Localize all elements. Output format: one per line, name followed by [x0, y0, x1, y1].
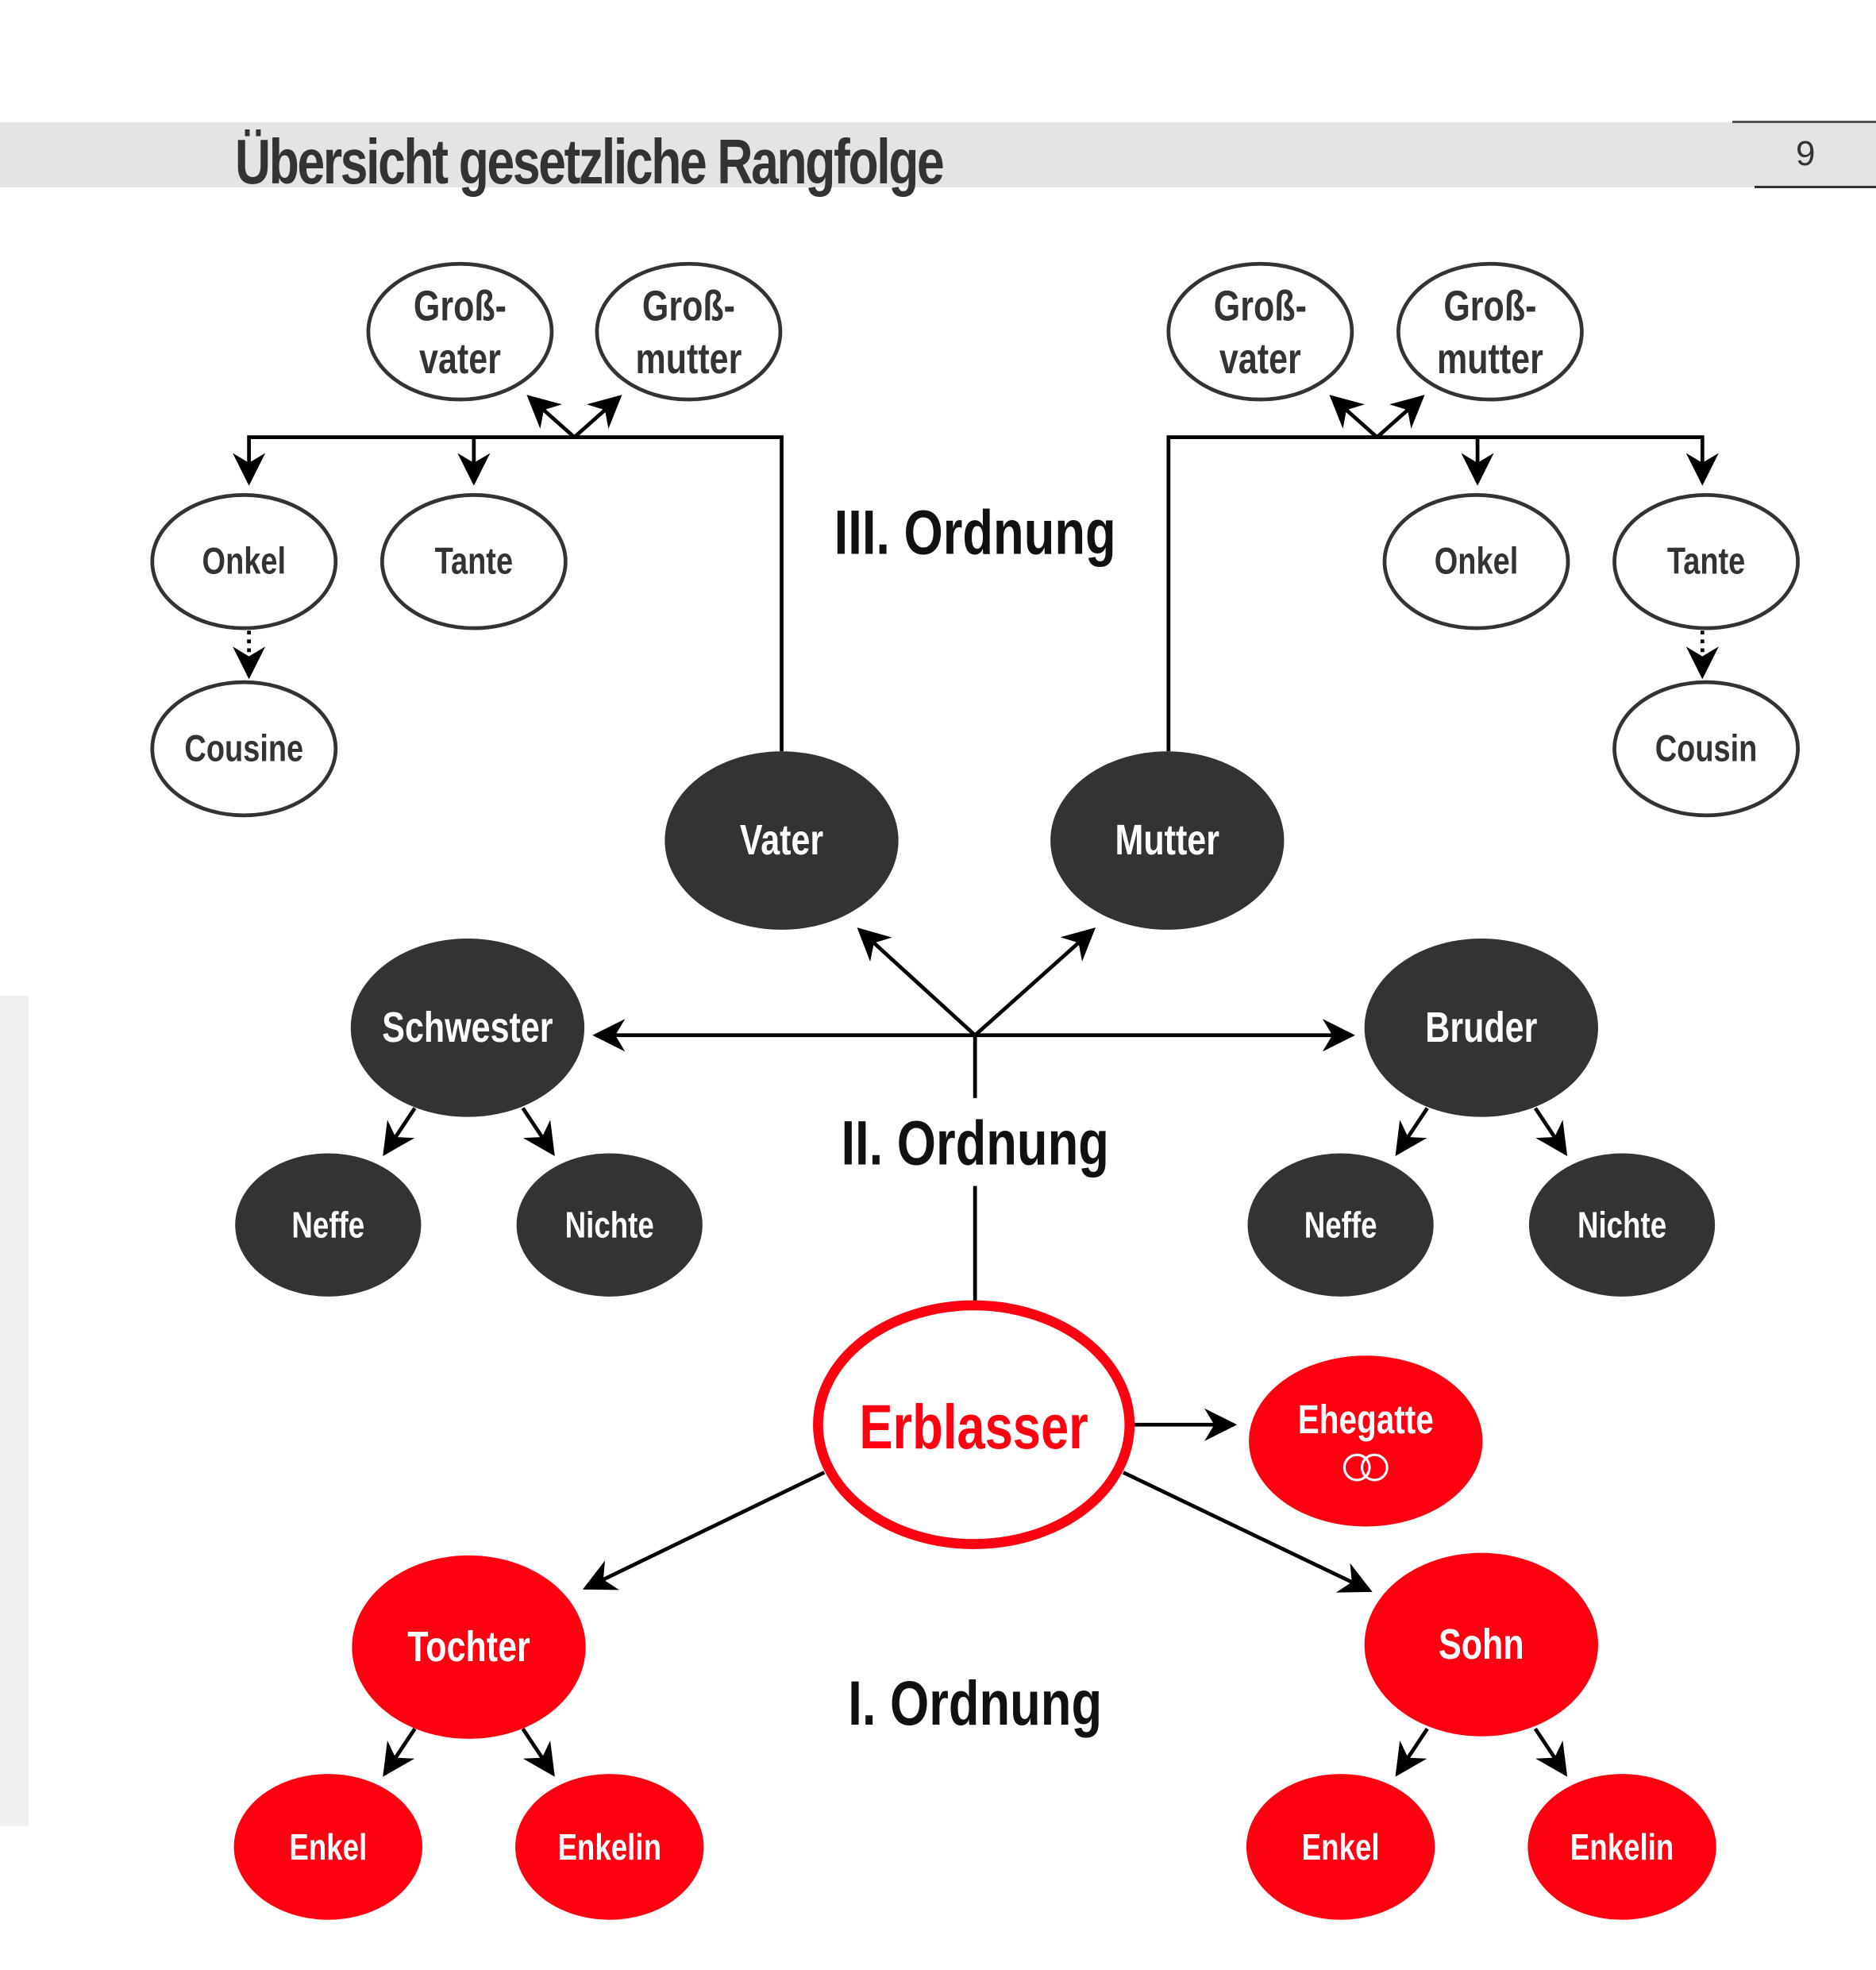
node-schwester: Schwester: [350, 938, 585, 1117]
node-label: Erblasser: [859, 1392, 1088, 1462]
label-second-order: II. Ordnung: [841, 1108, 1108, 1178]
node-label: Schwester: [382, 1004, 553, 1051]
node-label: Neffe: [291, 1205, 364, 1246]
side-margin-strip: [0, 996, 29, 1826]
connector-hub-mutter: [973, 927, 1096, 1037]
node-tochter: Tochter: [352, 1555, 586, 1739]
node-neffe-left: Neffe: [235, 1153, 422, 1297]
node-grossmutter-left: Groß- mutter: [595, 261, 783, 402]
connector-sohn-enkelin: [1533, 1727, 1568, 1777]
node-bruder: Bruder: [1364, 938, 1598, 1117]
node-vater: Vater: [664, 751, 899, 930]
node-label: Sohn: [1439, 1621, 1524, 1668]
connector-tochter-enkel: [383, 1727, 417, 1777]
node-label: Ehegatte: [1298, 1398, 1434, 1442]
node-enkelin-left: Enkelin: [515, 1774, 704, 1920]
node-mutter: Mutter: [1050, 751, 1285, 930]
node-label-line1: Groß-: [1214, 283, 1307, 330]
connector-schwester-neffe: [383, 1107, 417, 1156]
connector-mutter-to-right-branch: [1166, 435, 1719, 752]
node-grossmutter-right: Groß- mutter: [1396, 261, 1584, 402]
connector-hub-vater: [857, 927, 977, 1037]
connector-schwester-nichte: [521, 1107, 555, 1156]
node-onkel-right: Onkel: [1382, 493, 1570, 630]
connector-left-grossvater: [526, 395, 576, 439]
node-label: Tochter: [407, 1624, 530, 1671]
node-grossvater-left: Groß- vater: [366, 261, 554, 402]
node-ehegatte: Ehegatte: [1249, 1355, 1483, 1527]
page-number-bottom-rule: [1755, 186, 1876, 188]
node-erblasser: Erblasser: [813, 1300, 1135, 1549]
node-label: Onkel: [202, 541, 286, 583]
node-label-line1: Groß-: [642, 283, 735, 330]
node-label-line2: mutter: [1437, 336, 1543, 384]
label-first-order: I. Ordnung: [848, 1668, 1102, 1738]
node-label: Enkelin: [557, 1826, 661, 1868]
connector-bruder-nichte: [1533, 1107, 1568, 1156]
header-band-page-area: [1755, 122, 1876, 187]
node-sohn: Sohn: [1364, 1552, 1598, 1737]
node-label: Onkel: [1435, 541, 1518, 583]
connectors-left-grandparents: [233, 395, 784, 752]
node-neffe-right: Neffe: [1247, 1153, 1434, 1297]
node-tante-left: Tante: [379, 493, 568, 630]
connectors-right-grandparents: [1166, 395, 1719, 752]
node-label-line2: vater: [1219, 336, 1301, 384]
node-grossvater-right: Groß- vater: [1166, 261, 1354, 402]
node-label: Enkel: [289, 1826, 367, 1868]
node-cousine: Cousine: [150, 680, 338, 818]
connector-right-grossvater: [1329, 395, 1379, 439]
node-tante-right: Tante: [1612, 493, 1800, 630]
connectors-second-order: [383, 927, 1568, 1305]
node-cousin: Cousin: [1612, 680, 1800, 818]
node-label: Tante: [435, 541, 513, 583]
header-band: [0, 122, 1755, 187]
node-label-line2: vater: [419, 336, 501, 384]
page-number: 9: [1796, 134, 1816, 173]
node-label: Mutter: [1115, 817, 1219, 865]
connector-bruder-neffe: [1395, 1107, 1429, 1156]
node-label-line1: Groß-: [1443, 283, 1536, 330]
connector-right-grossmutter: [1375, 395, 1425, 439]
node-enkelin-right: Enkelin: [1527, 1774, 1716, 1920]
node-label: Nichte: [1577, 1205, 1666, 1246]
node-nichte-left: Nichte: [516, 1153, 703, 1297]
wedding-rings-icon: [1342, 1453, 1389, 1482]
node-label-line1: Groß-: [414, 283, 507, 330]
connector-erblasser-sohn: [1122, 1471, 1373, 1593]
node-label: Cousin: [1655, 728, 1758, 770]
connector-sohn-enkel: [1395, 1727, 1429, 1777]
node-label: Enkelin: [1570, 1826, 1674, 1868]
node-enkel-right: Enkel: [1246, 1774, 1435, 1920]
node-label: Neffe: [1304, 1205, 1377, 1246]
connector-vater-to-left-branch: [233, 435, 784, 752]
node-label: Tante: [1667, 541, 1745, 583]
node-label: Bruder: [1425, 1004, 1537, 1051]
node-label: Cousine: [184, 728, 303, 770]
node-label: Enkel: [1302, 1826, 1380, 1868]
page-title: Übersicht gesetzliche Rangfolge: [235, 126, 945, 197]
node-label: Vater: [740, 817, 823, 865]
page-number-top-rule: [1732, 121, 1876, 123]
connector-tochter-enkelin: [521, 1727, 555, 1777]
node-nichte-right: Nichte: [1528, 1153, 1716, 1297]
node-onkel-left: Onkel: [150, 493, 338, 630]
node-label-line2: mutter: [635, 336, 742, 384]
node-label: Nichte: [565, 1205, 654, 1246]
connectors-first-order: [383, 1408, 1568, 1777]
connector-erblasser-tochter: [582, 1471, 826, 1590]
connector-left-grossmutter: [572, 395, 622, 439]
label-third-order: III. Ordnung: [834, 498, 1116, 568]
node-enkel-left: Enkel: [233, 1774, 422, 1920]
